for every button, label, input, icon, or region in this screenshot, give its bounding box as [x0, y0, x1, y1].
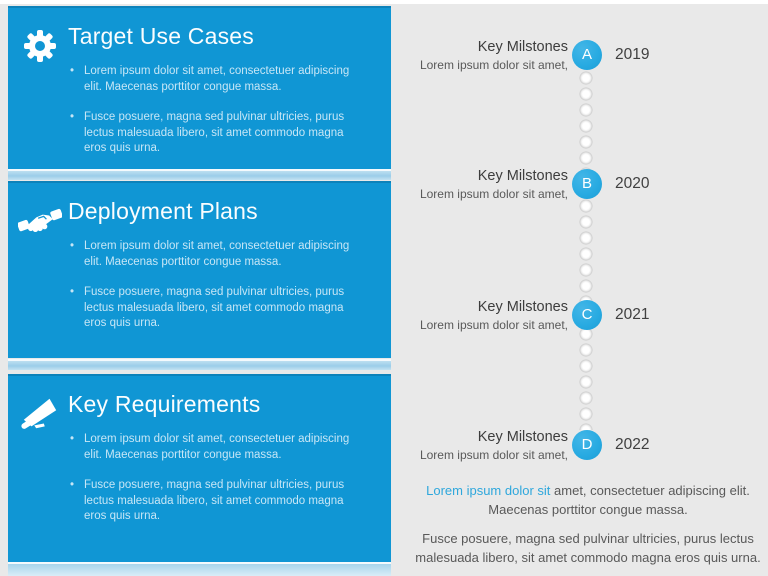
- gear-icon: [17, 23, 63, 69]
- panel-bullet-list: Lorem ipsum dolor sit amet, consectetuer…: [68, 64, 356, 157]
- milestone-sublabel: Lorem ipsum dolor sit amet,: [419, 186, 568, 201]
- milestone-year: 2022: [615, 436, 650, 453]
- footer-text-block: Lorem ipsum dolor sit amet, consectetuer…: [404, 481, 768, 567]
- top-white-edge: [0, 0, 768, 4]
- panel-bullet-list: Lorem ipsum dolor sit amet, consectetuer…: [68, 239, 356, 332]
- milestone-sublabel: Lorem ipsum dolor sit amet,: [419, 317, 568, 332]
- milestone-marker-a: A: [572, 40, 602, 70]
- megaphone-icon: [17, 391, 63, 437]
- milestone-a: Key Milstones Lorem ipsum dolor sit amet…: [402, 37, 650, 73]
- bullet-item: Lorem ipsum dolor sit amet, consectetuer…: [68, 239, 352, 270]
- panel-key-requirements: Key Requirements Lorem ipsum dolor sit a…: [8, 374, 391, 562]
- handshake-icon: [17, 198, 63, 244]
- bullet-item: Fusce posuere, magna sed pulvinar ultric…: [68, 285, 352, 332]
- milestone-label: Key Milstones: [477, 298, 568, 315]
- footer-paragraph-2: Fusce posuere, magna sed pulvinar ultric…: [415, 531, 761, 565]
- footer-rest-text: amet, consectetuer adipiscing elit. Maec…: [488, 483, 750, 517]
- milestone-text: Key Milstones Lorem ipsum dolor sit amet…: [402, 429, 568, 462]
- milestone-marker-b: B: [572, 169, 602, 199]
- milestone-text: Key Milstones Lorem ipsum dolor sit amet…: [402, 299, 568, 332]
- milestone-label: Key Milstones: [477, 167, 568, 184]
- milestone-marker-c: C: [572, 300, 602, 330]
- panel-title: Deployment Plans: [68, 198, 258, 224]
- milestone-year: 2021: [615, 306, 650, 323]
- milestone-d: Key Milstones Lorem ipsum dolor sit amet…: [402, 427, 650, 463]
- milestone-sublabel: Lorem ipsum dolor sit amet,: [419, 447, 568, 462]
- milestone-text: Key Milstones Lorem ipsum dolor sit amet…: [402, 39, 568, 72]
- milestone-year: 2020: [615, 175, 650, 192]
- bullet-item: Lorem ipsum dolor sit amet, consectetuer…: [68, 64, 352, 95]
- footer-lead-text: Lorem ipsum dolor sit: [426, 483, 551, 498]
- panel-bottom-strip: [8, 562, 391, 576]
- panel-target-use-cases: Target Use Cases Lorem ipsum dolor sit a…: [8, 6, 391, 169]
- panel-title: Target Use Cases: [68, 23, 254, 49]
- milestone-label: Key Milstones: [477, 38, 568, 55]
- panel-deployment-plans: Deployment Plans Lorem ipsum dolor sit a…: [8, 181, 391, 358]
- timeline-dotted-line: [578, 70, 594, 430]
- bullet-item: Fusce posuere, magna sed pulvinar ultric…: [68, 478, 352, 525]
- milestone-sublabel: Lorem ipsum dolor sit amet,: [419, 57, 568, 72]
- milestone-c: Key Milstones Lorem ipsum dolor sit amet…: [402, 297, 650, 333]
- panel-bottom-strip: [8, 169, 391, 180]
- milestone-text: Key Milstones Lorem ipsum dolor sit amet…: [402, 168, 568, 201]
- panel-bullet-list: Lorem ipsum dolor sit amet, consectetuer…: [68, 432, 356, 525]
- footer-paragraph-1: Lorem ipsum dolor sit amet, consectetuer…: [404, 481, 768, 519]
- milestone-b: Key Milstones Lorem ipsum dolor sit amet…: [402, 166, 650, 202]
- panel-bottom-strip: [8, 359, 391, 370]
- panel-title: Key Requirements: [68, 391, 261, 417]
- bullet-item: Lorem ipsum dolor sit amet, consectetuer…: [68, 432, 352, 463]
- bullet-item: Fusce posuere, magna sed pulvinar ultric…: [68, 110, 352, 157]
- milestone-label: Key Milstones: [477, 428, 568, 445]
- milestone-marker-d: D: [572, 430, 602, 460]
- milestone-year: 2019: [615, 46, 650, 63]
